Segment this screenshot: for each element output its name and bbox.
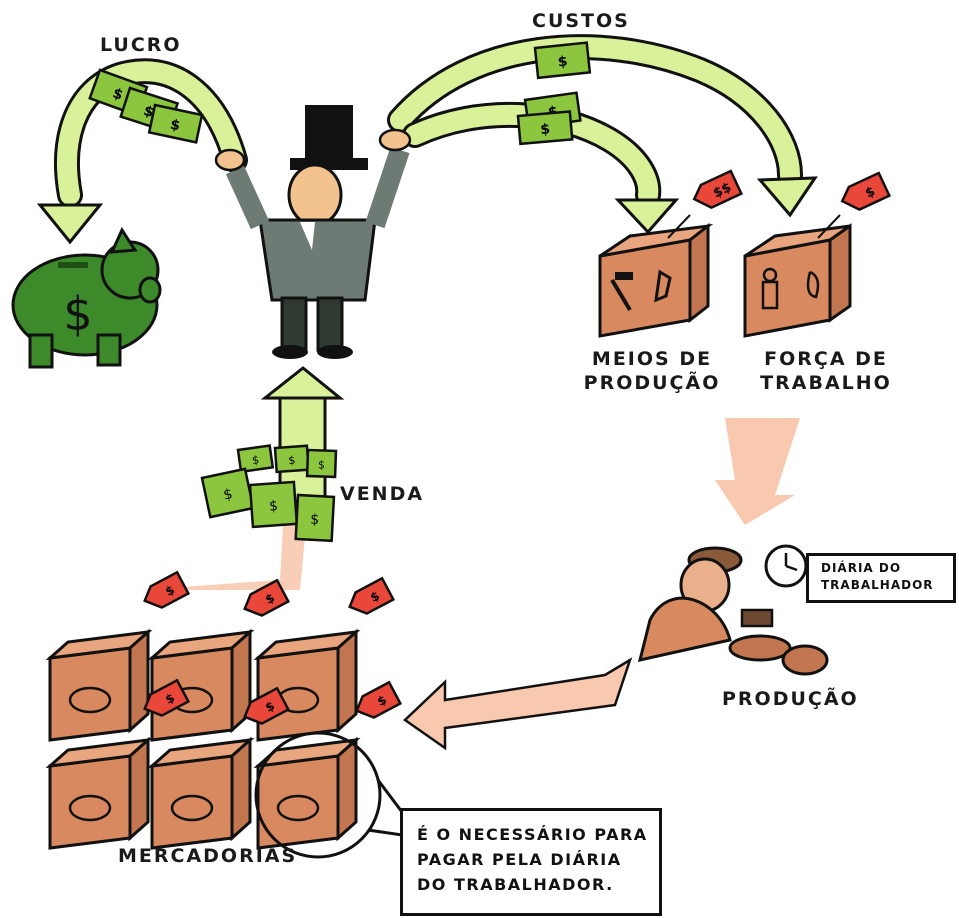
- svg-text:$: $: [63, 287, 92, 341]
- svg-text:$: $: [251, 453, 260, 467]
- worker-figure: [637, 546, 829, 676]
- custos-arrow-upper: [387, 34, 818, 218]
- svg-text:$: $: [288, 454, 296, 467]
- svg-text:$: $: [557, 54, 568, 71]
- meios-de-producao-label: MEIOS DE PRODUÇÃO: [583, 348, 721, 394]
- mercadorias-label: MERCADORIAS: [118, 845, 298, 867]
- custos-cash: $ $ $: [516, 41, 592, 146]
- custos-arrow-lower: [402, 101, 680, 235]
- mercadoria-box: [45, 628, 153, 742]
- meios-de-producao-box: $$: [598, 169, 744, 338]
- venda-label: VENDA: [340, 483, 425, 505]
- lucro-cash: $ $ $: [88, 68, 204, 144]
- venda-cash: $ $ $ $ $ $: [200, 444, 338, 543]
- mercadoria-box: [147, 628, 255, 742]
- mercadorias-boxes: [45, 628, 404, 859]
- highlight-circle: [254, 731, 382, 859]
- lucro-arrow: [36, 58, 248, 245]
- diaria-do-trabalhador-box: DIÁRIA DO TRABALHADOR: [806, 553, 956, 603]
- mercadoria-price-tags: $ $ $ $ $ $: [143, 570, 403, 725]
- mercadoria-box-highlighted: [253, 736, 361, 850]
- piggy-bank-icon: $: [11, 226, 162, 369]
- forca-de-trabalho-label: FORÇA DE TRABALHO: [760, 348, 892, 394]
- mercadoria-box: [45, 736, 153, 850]
- capitalist-figure: [214, 105, 412, 359]
- mercadoria-box: [253, 628, 361, 742]
- svg-text:$: $: [169, 117, 182, 135]
- explanation-note: É O NECESSÁRIO PARA PAGAR PELA DIÁRIA DO…: [400, 808, 662, 916]
- forca-de-trabalho-box: $: [743, 171, 892, 338]
- lucro-label: LUCRO: [100, 34, 182, 56]
- to-mercadorias-arrow: [403, 657, 633, 751]
- svg-text:$: $: [222, 486, 234, 504]
- svg-text:$: $: [318, 458, 325, 471]
- mercadoria-box: [147, 736, 255, 850]
- svg-text:$$: $$: [711, 180, 734, 201]
- clock-icon: [764, 544, 808, 588]
- to-production-arrow: [715, 418, 800, 525]
- producao-label: PRODUÇÃO: [722, 688, 859, 710]
- svg-text:$: $: [269, 498, 279, 515]
- svg-text:$: $: [310, 512, 320, 528]
- svg-text:$: $: [540, 121, 551, 138]
- custos-label: CUSTOS: [532, 10, 630, 32]
